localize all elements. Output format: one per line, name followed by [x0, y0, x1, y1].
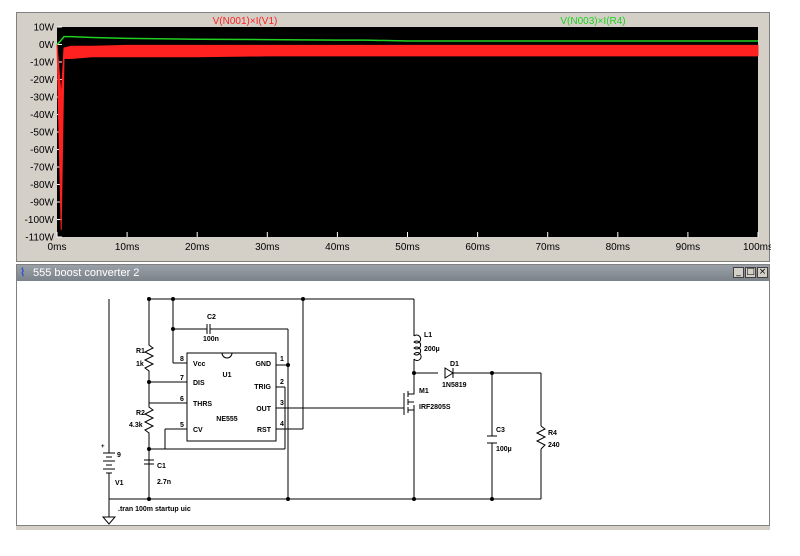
- u1-pin-cv: CV: [193, 427, 203, 434]
- x-tick-label: 30ms: [255, 242, 279, 253]
- y-tick-label: -10W: [30, 58, 54, 69]
- y-tick-label: -20W: [30, 75, 54, 86]
- status-strip: [16, 526, 770, 530]
- d1-value: 1N5819: [442, 382, 467, 389]
- d1-diode[interactable]: D1 1N5819: [442, 361, 467, 389]
- y-tick-label: 10W: [33, 23, 54, 34]
- u1-pin-num-7: 7: [180, 375, 184, 382]
- u1-pin-gnd: GND: [255, 361, 271, 368]
- series-red-power-envelope: [56, 44, 759, 231]
- y-tick-label: -60W: [30, 145, 54, 156]
- u1-pin-thrs: THRS: [193, 401, 212, 408]
- x-tick-label: 80ms: [606, 242, 630, 253]
- close-button[interactable]: ×: [757, 267, 768, 278]
- r4-value: 240: [548, 442, 560, 449]
- x-tick-label: 90ms: [676, 242, 700, 253]
- trace-label-green[interactable]: V(N003)×I(R4): [560, 16, 625, 27]
- u1-ne555[interactable]: U1 NE555 Vcc DIS THRS CV GND TRIG OUT RS…: [180, 352, 284, 442]
- v1-name: V1: [115, 480, 124, 487]
- y-tick-label: -30W: [30, 93, 54, 104]
- r1-name: R1: [136, 348, 145, 355]
- v1-battery[interactable]: + 9 V1: [101, 444, 124, 487]
- m1-part: IRF2805S: [419, 404, 451, 411]
- window-title: 555 boost converter 2: [33, 267, 140, 279]
- u1-pin-num-4: 4: [280, 421, 284, 428]
- y-tick-label: -80W: [30, 180, 54, 191]
- c3-capacitor[interactable]: C3 100µ: [487, 427, 512, 453]
- u1-pin-num-8: 8: [180, 356, 184, 363]
- v1-plus: +: [101, 444, 105, 450]
- waveform-plot-pane[interactable]: V(N001)×I(V1) V(N003)×I(R4) 10W 0W -10W -20…: [16, 12, 771, 263]
- y-tick-label: -110W: [25, 233, 54, 244]
- r2-name: R2: [136, 410, 145, 417]
- c1-name: C1: [157, 463, 166, 470]
- r2-value: 4.3k: [129, 422, 143, 429]
- y-tick-label: -100W: [25, 215, 55, 226]
- schematic-canvas[interactable]: U1 NE555 Vcc DIS THRS CV GND TRIG OUT RS…: [17, 281, 769, 525]
- x-tick-label: 10ms: [115, 242, 139, 253]
- x-tick-label: 60ms: [465, 242, 489, 253]
- l1-inductor[interactable]: L1 200µ: [413, 332, 440, 361]
- u1-pin-num-2: 2: [280, 379, 284, 386]
- x-tick-label: 20ms: [185, 242, 209, 253]
- c2-name: C2: [207, 314, 216, 321]
- plot-traces: [56, 35, 759, 231]
- y-axis: 10W 0W -10W -20W -30W -40W -50W -60W -70W -80W -90…: [25, 23, 62, 244]
- c3-value: 100µ: [496, 446, 512, 453]
- r1-resistor[interactable]: R1 1k: [136, 341, 155, 375]
- plot-area[interactable]: [57, 27, 758, 237]
- maximize-button[interactable]: □: [745, 267, 756, 278]
- y-tick-label: -50W: [30, 128, 54, 139]
- wires: [108, 298, 542, 517]
- x-tick-label: 100ms: [743, 242, 771, 253]
- c3-name: C3: [496, 427, 505, 434]
- ltspice-icon: ⌇: [20, 267, 26, 279]
- r4-resistor[interactable]: R4 240: [535, 425, 560, 450]
- u1-name: U1: [223, 372, 232, 379]
- window-titlebar[interactable]: ⌇ 555 boost converter 2 _ □ ×: [17, 265, 769, 281]
- series-green-load-power: [56, 35, 758, 46]
- minimize-button[interactable]: _: [733, 267, 744, 278]
- m1-mosfet[interactable]: M1 IRF2805S: [399, 373, 451, 415]
- junction-dots: [147, 297, 494, 501]
- u1-pin-dis: DIS: [193, 380, 205, 387]
- d1-name: D1: [450, 361, 459, 368]
- y-tick-label: -90W: [30, 198, 54, 209]
- x-tick-label: 0ms: [48, 242, 67, 253]
- r4-name: R4: [548, 430, 557, 437]
- y-tick-label: -40W: [30, 110, 54, 121]
- u1-pin-num-3: 3: [280, 400, 284, 407]
- u1-pin-out: OUT: [256, 406, 272, 413]
- x-axis: 0ms 10ms 20ms 30ms 40ms 50ms 60ms 70ms 80ms 90ms 1…: [48, 232, 771, 253]
- spice-directive[interactable]: .tran 100m startup uic: [118, 506, 191, 513]
- waveform-plot[interactable]: V(N001)×I(V1) V(N003)×I(R4) 10W 0W -10W -20…: [17, 13, 771, 263]
- u1-pin-trig: TRIG: [254, 384, 271, 391]
- v1-value: 9: [117, 452, 121, 459]
- schematic-window[interactable]: ⌇ 555 boost converter 2 _ □ ×: [16, 264, 770, 526]
- r2-resistor[interactable]: R2 4.3k: [129, 403, 155, 439]
- ground-symbol: [101, 516, 117, 525]
- y-tick-label: 0W: [39, 40, 55, 51]
- l1-value: 200µ: [424, 346, 440, 353]
- c2-capacitor[interactable]: C2 100n: [198, 314, 219, 343]
- l1-name: L1: [424, 332, 432, 339]
- x-tick-label: 50ms: [395, 242, 419, 253]
- c1-capacitor[interactable]: C1 2.7n: [144, 457, 171, 486]
- schematic-drawing[interactable]: U1 NE555 Vcc DIS THRS CV GND TRIG OUT RS…: [17, 281, 769, 525]
- u1-pin-num-5: 5: [180, 422, 184, 429]
- u1-pin-num-1: 1: [280, 356, 284, 363]
- u1-pin-vcc: Vcc: [193, 361, 206, 368]
- u1-pin-num-6: 6: [180, 396, 184, 403]
- x-tick-label: 40ms: [325, 242, 349, 253]
- u1-part: NE555: [216, 416, 238, 423]
- y-tick-label: -70W: [30, 163, 54, 174]
- u1-pin-rst: RST: [257, 427, 272, 434]
- c1-value: 2.7n: [157, 479, 171, 486]
- m1-name: M1: [419, 388, 429, 395]
- trace-label-red[interactable]: V(N001)×I(V1): [213, 16, 278, 27]
- r1-value: 1k: [136, 361, 144, 368]
- c2-value: 100n: [203, 336, 219, 343]
- x-tick-label: 70ms: [535, 242, 559, 253]
